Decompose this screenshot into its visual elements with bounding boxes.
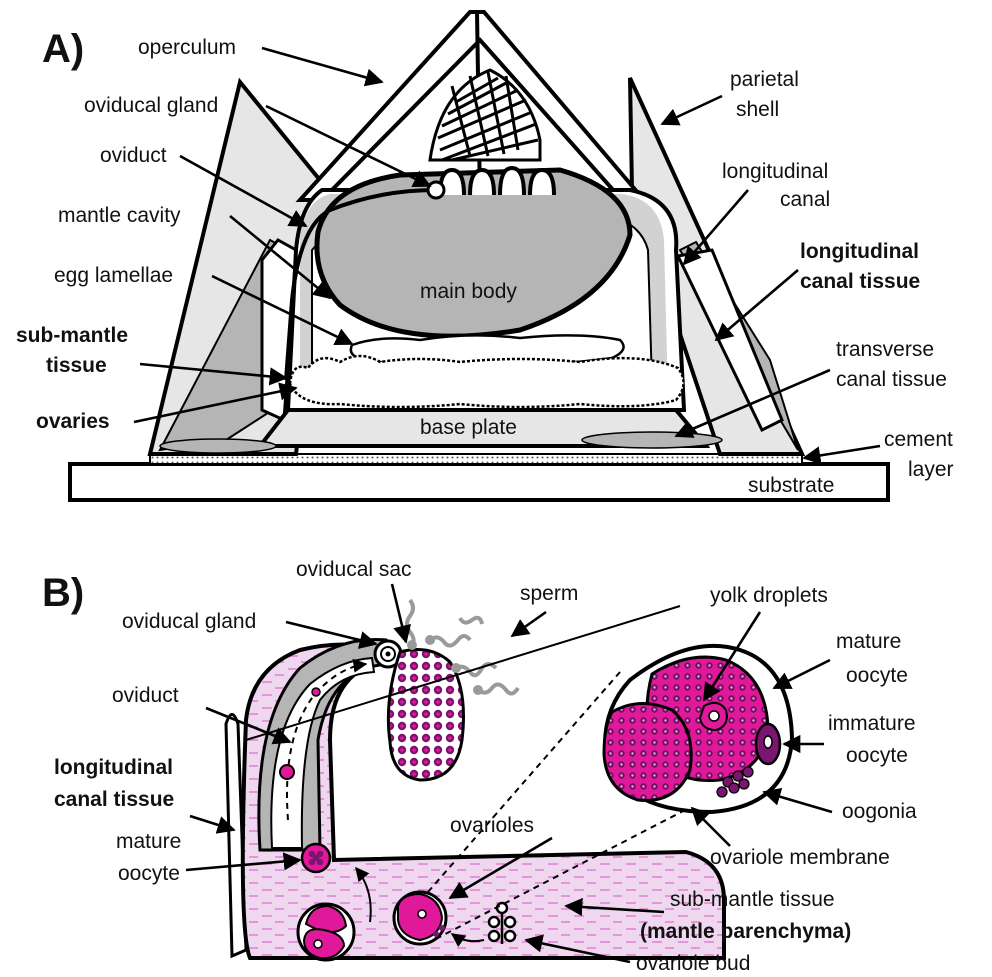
main-body-label: main body (420, 280, 517, 303)
base-plate-label: base plate (420, 416, 517, 439)
transverse-canal-right (582, 432, 722, 448)
label-ovarioles: ovarioles (450, 814, 534, 837)
oviducal-gland-a (428, 182, 444, 198)
enlarged-ovariole (604, 646, 792, 812)
ovariole-center (394, 892, 446, 944)
label-mature-right-1: mature (836, 630, 901, 653)
label-egg-lamellae: egg lamellae (54, 264, 173, 287)
label-ovaries-a: ovaries (36, 410, 110, 433)
mature-oocyte-lower (604, 703, 691, 800)
label-long-tissue-b1: longitudinal (54, 756, 173, 779)
label-long-tissue-b2: canal tissue (54, 788, 174, 811)
label-oviduct-b: oviduct (112, 684, 179, 707)
label-parenchyma: (mantle parenchyma) (640, 920, 851, 943)
label-oogonia: oogonia (842, 800, 917, 823)
label-immature-1: immature (828, 712, 916, 735)
label-oviducal-gland-b: oviducal gland (122, 610, 256, 633)
transverse-canal-left (160, 439, 276, 453)
label-long-tissue-1: longitudinal (800, 240, 919, 263)
mature-oocyte-left (302, 844, 330, 872)
label-yolk: yolk droplets (710, 584, 828, 607)
label-sub-mantle-2: tissue (46, 354, 107, 377)
label-operculum: operculum (138, 36, 236, 59)
panel-b-letter: B) (42, 571, 84, 615)
label-oviducal-sac: oviducal sac (296, 558, 412, 581)
label-mature-left-2: oocyte (118, 862, 180, 885)
label-parietal-1: parietal (730, 68, 799, 91)
label-oviducal-gland-a: oviducal gland (84, 94, 218, 117)
panel-a: A) substrate main body (16, 12, 954, 500)
label-oviduct-a: oviduct (100, 144, 167, 167)
label-cement-1: cement (884, 428, 953, 451)
label-mature-left-1: mature (116, 830, 181, 853)
label-mature-right-2: oocyte (846, 664, 908, 687)
label-bud: ovariole bud (636, 952, 750, 975)
oocyte-small-oviduct (312, 688, 320, 696)
ovariole-left (298, 904, 354, 960)
label-long-tissue-2: canal tissue (800, 270, 920, 293)
ovaries-a (290, 356, 684, 407)
label-transverse-2: canal tissue (836, 368, 947, 391)
panel-a-letter: A) (42, 27, 84, 71)
label-immature-2: oocyte (846, 744, 908, 767)
label-cement-2: layer (908, 458, 954, 481)
label-long-canal-2: canal (780, 188, 830, 211)
oocyte-in-oviduct (280, 765, 294, 779)
label-mantle-cavity: mantle cavity (58, 204, 181, 227)
substrate-label: substrate (748, 474, 834, 497)
label-transverse-1: transverse (836, 338, 934, 361)
panel-b: B) (42, 558, 917, 975)
label-submantle-b: sub-mantle tissue (670, 888, 835, 911)
label-membrane: ovariole membrane (710, 846, 890, 869)
label-sperm: sperm (520, 582, 578, 605)
label-long-canal-1: longitudinal (722, 160, 828, 183)
label-parietal-2: shell (736, 98, 779, 121)
label-sub-mantle-1: sub-mantle (16, 324, 128, 347)
